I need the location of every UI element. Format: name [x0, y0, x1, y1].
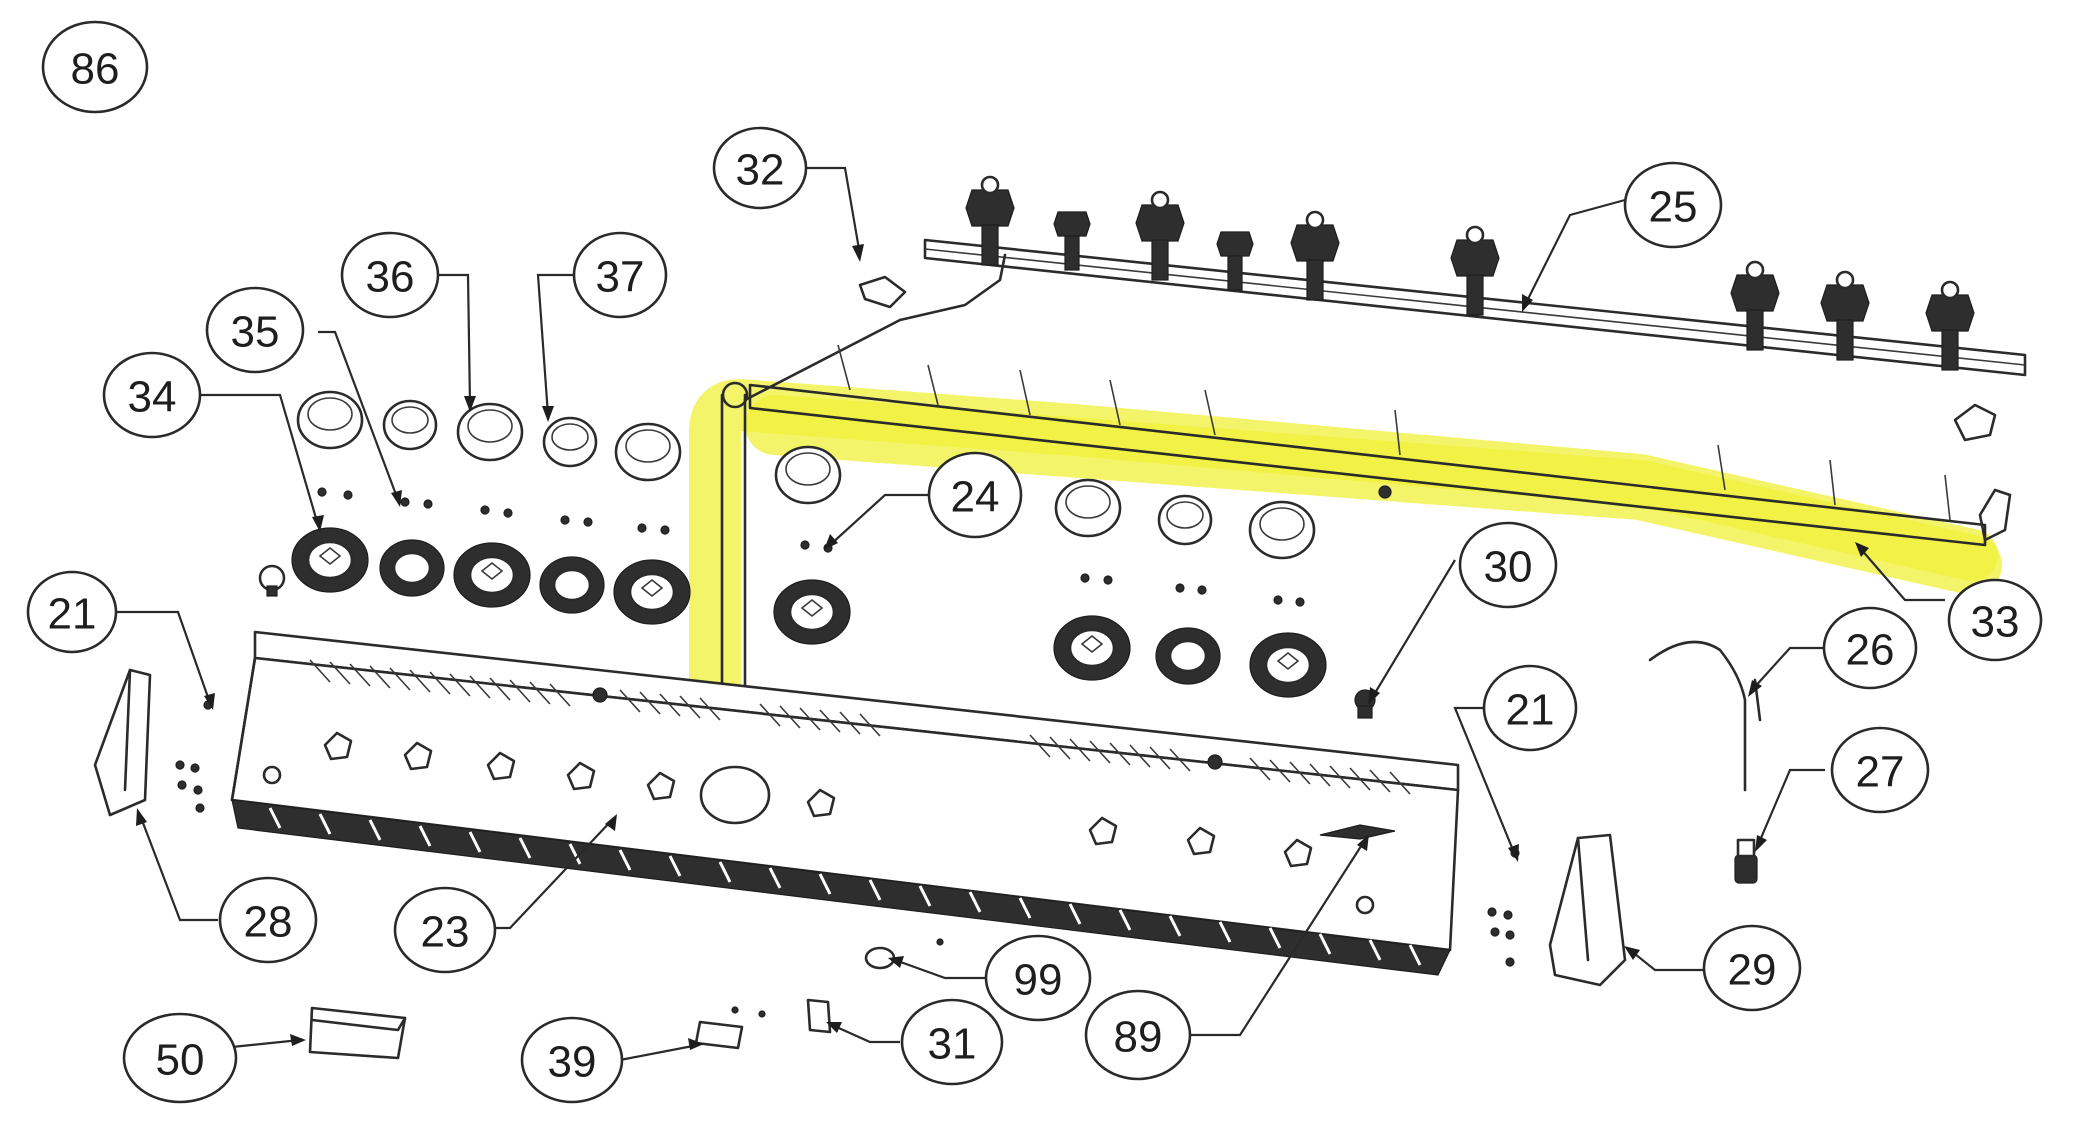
callout-21b: 21	[1482, 664, 1578, 752]
callout-circle	[26, 570, 118, 654]
callout-circle	[205, 286, 305, 374]
callout-number: 25	[1649, 183, 1698, 232]
callout-circle	[520, 1016, 624, 1104]
callout-circle	[984, 934, 1092, 1022]
callout-number: 28	[244, 898, 293, 947]
callout-29: 29	[1702, 924, 1802, 1012]
mounting-bracket	[308, 1006, 407, 1060]
callout-50: 50	[122, 1012, 238, 1104]
panel-clip	[694, 1006, 766, 1050]
callout-number: 21	[48, 590, 97, 639]
callout-39: 39	[520, 1016, 624, 1104]
callout-32: 32	[712, 126, 808, 210]
callout-number: 33	[1971, 598, 2020, 647]
callout-25: 25	[1623, 161, 1723, 249]
callout-24: 24	[927, 451, 1023, 539]
callout-number: 21	[1506, 686, 1555, 735]
gas-valve-rail	[923, 175, 2027, 442]
callout-21a: 21	[26, 570, 118, 654]
highlight-stroke-wide	[745, 395, 2002, 595]
callout-circle	[1084, 989, 1192, 1081]
callout-circle	[1822, 606, 1918, 690]
callout-number: 36	[366, 253, 415, 302]
callout-circle	[340, 231, 440, 319]
bottom-vents	[268, 807, 1422, 966]
callout-28: 28	[218, 876, 318, 964]
callout-27: 27	[1830, 726, 1930, 814]
callout-circle	[1947, 578, 2043, 662]
callout-circle	[393, 886, 497, 974]
callout-circle	[1623, 161, 1723, 249]
callout-86: 86	[41, 20, 149, 114]
callout-31: 31	[900, 998, 1004, 1086]
callout-99: 99	[984, 934, 1092, 1022]
callout-number: 24	[951, 473, 1000, 522]
callout-number: 34	[128, 373, 177, 422]
callout-circle	[1458, 521, 1558, 609]
callout-34: 34	[102, 351, 202, 439]
right-end-cap	[1487, 833, 1627, 987]
callout-number: 50	[156, 1036, 205, 1085]
callout-number: 39	[548, 1038, 597, 1087]
valve-group	[965, 175, 1975, 371]
callout-number: 89	[1114, 1013, 1163, 1062]
hose-fitting	[1734, 838, 1758, 884]
callout-circle	[927, 451, 1023, 539]
callout-33: 33	[1947, 578, 2043, 662]
callout-number: 99	[1014, 956, 1063, 1005]
callout-number: 29	[1728, 946, 1777, 995]
callout-number: 35	[231, 308, 280, 357]
rocker-switch	[806, 998, 832, 1034]
highlight-manifold	[689, 379, 2002, 768]
callout-circle	[900, 998, 1004, 1086]
callout-number: 26	[1846, 626, 1895, 675]
knobs-and-bezels	[258, 390, 1327, 698]
callout-number: 37	[596, 253, 645, 302]
callout-circle	[572, 231, 668, 319]
callout-number: 30	[1484, 543, 1533, 592]
callout-89: 89	[1084, 989, 1192, 1081]
callout-circle	[712, 126, 808, 210]
callout-30: 30	[1458, 521, 1558, 609]
callout-number: 32	[736, 146, 785, 195]
callout-36: 36	[340, 231, 440, 319]
knob-holes	[323, 731, 1313, 868]
callout-26: 26	[1822, 606, 1918, 690]
manifold-bar	[720, 344, 2012, 747]
callout-number: 23	[421, 908, 470, 957]
callout-circle	[41, 20, 149, 114]
callout-labels: 86 32 25 36 37 35 34 24 30 33 21 21 26 27 28 23 29 99 50 39…	[26, 20, 2043, 1104]
callout-circle	[122, 1012, 238, 1104]
gas-feed-line	[743, 253, 1007, 402]
louvers-upper-left	[309, 659, 1411, 795]
callout-number: 86	[71, 45, 120, 94]
control-panel	[230, 630, 1460, 976]
callout-number: 27	[1856, 748, 1905, 797]
callout-circle	[1482, 664, 1578, 752]
callout-circle	[102, 351, 202, 439]
callout-number: 31	[928, 1020, 977, 1069]
arrowheads	[136, 244, 1869, 1050]
callout-circle	[218, 876, 318, 964]
callout-circle	[1702, 924, 1802, 1012]
callout-35: 35	[205, 286, 305, 374]
callout-37: 37	[572, 231, 668, 319]
left-end-cap	[93, 668, 213, 817]
callout-circle	[1830, 726, 1930, 814]
callout-23: 23	[393, 886, 497, 974]
thermocouple-hose	[1648, 640, 1762, 792]
